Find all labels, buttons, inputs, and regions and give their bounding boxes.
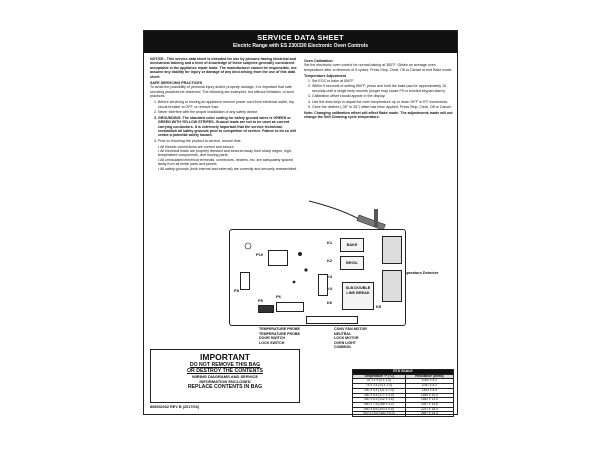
bullet-item: • All safety grounds (both internal and … bbox=[158, 166, 298, 171]
left-column: NOTICE - This service data sheet is inte… bbox=[150, 57, 298, 171]
important-line: REPLACE CONTENTS IN BAG bbox=[187, 384, 263, 390]
important-line: INFORMATION ENCLOSED bbox=[199, 379, 251, 384]
motor-label: CONV FAN MOTOR bbox=[334, 327, 367, 331]
calibration-step: Within 5 seconds of setting 550°F, press… bbox=[312, 84, 454, 93]
probe-labels: TEMPERATURE PROBE TEMPERATURE PROBE DOOR… bbox=[259, 327, 300, 345]
pin-label-p10: P10 bbox=[256, 252, 264, 257]
relay-bake: BAKE bbox=[340, 238, 364, 252]
connector-bottom bbox=[306, 316, 358, 324]
safe-servicing-heading: SAFE SERVICING PRACTICES bbox=[150, 81, 203, 86]
pin-label-k2: K2 bbox=[327, 258, 333, 263]
right-column: Oven Calibration Set the electronic oven… bbox=[304, 57, 454, 121]
safety-item: GROUNDING: The standard color coding for… bbox=[158, 116, 298, 138]
pin-label-k4: K4 bbox=[327, 286, 333, 291]
important-line: WIRING DIAGRAMS AND SERVICE bbox=[191, 374, 258, 379]
notice-text: NOTICE - This service data sheet is inte… bbox=[150, 57, 297, 79]
terminal-block-top bbox=[382, 236, 402, 264]
rtd-cable bbox=[308, 200, 360, 220]
sheet-subtitle: Electric Range with ES 230/330 Electroni… bbox=[232, 43, 369, 49]
pin-label-p6: P6 bbox=[276, 294, 281, 299]
component-dots bbox=[244, 242, 308, 284]
relay-slb-double-line-break: SLB DOUBLE LINE BREAK bbox=[342, 282, 374, 310]
pin-label-k1: K1 bbox=[327, 240, 333, 245]
calibration-step: Once the desired (-35° to 35°) offset ha… bbox=[312, 105, 454, 109]
capacitor bbox=[298, 252, 302, 256]
pin-label-k5: K5 bbox=[376, 304, 382, 309]
important-notice-box: IMPORTANT DO NOT REMOVE THIS BAG OR DEST… bbox=[150, 349, 300, 403]
terminal-block-bottom bbox=[382, 270, 402, 302]
safe-servicing-intro: To avoid the possibility of personal inj… bbox=[150, 85, 295, 99]
oven-calibration-intro: Set the electronic oven control for norm… bbox=[304, 63, 453, 72]
capacitor bbox=[304, 268, 308, 272]
pin-label-k3: K3 bbox=[327, 274, 333, 279]
pin-label-p5: P5 bbox=[258, 298, 263, 303]
probe-label: TEMPERATURE PROBE bbox=[259, 331, 300, 336]
table-row: 900 ± 10.8 (482 ± 6.0)2697 ± 24.4 bbox=[352, 411, 455, 418]
power-terminals bbox=[318, 274, 328, 296]
calibration-steps: Set EOC to bake at 550°F. Within 5 secon… bbox=[304, 79, 454, 110]
bullet-item: • All electrical leads are properly dres… bbox=[158, 148, 292, 158]
bullet-item: • All electric connections are correct a… bbox=[158, 144, 235, 149]
bullet-item: • All uninsulated electrical terminals, … bbox=[158, 157, 293, 167]
probe-label: LOCK SWITCH bbox=[259, 340, 285, 345]
calibration-step: Use the slew keys to adjust the oven tem… bbox=[312, 100, 454, 104]
motor-label: OVEN LIGHT bbox=[334, 340, 356, 345]
motor-label: COMMON bbox=[334, 345, 351, 350]
part-number: 808532032 REV B (2017/03) bbox=[150, 405, 199, 409]
sheet-banner: SERVICE DATA SHEET Electric Range with E… bbox=[144, 31, 457, 53]
service-data-sheet: SERVICE DATA SHEET Electric Range with E… bbox=[143, 30, 458, 418]
important-line: OR DESTROY THE CONTENTS bbox=[187, 368, 263, 374]
important-line: DO NOT REMOVE THIS BAG bbox=[189, 362, 261, 368]
probe-label: DOOR SWITCH bbox=[259, 336, 285, 341]
rtd-sensor-drawing bbox=[308, 200, 386, 231]
control-board: P10 P8 P5 P6 BAKE BROIL SLB DOUBLE LINE … bbox=[229, 229, 406, 326]
relay-broil: BROIL bbox=[340, 256, 364, 270]
rtd-label: Resistance Temperature Detector bbox=[378, 271, 439, 275]
calibration-step: Set EOC to bake at 550°F. bbox=[312, 79, 454, 83]
connector-p5 bbox=[258, 305, 274, 313]
temperature-adjustment-heading: Temperature Adjustment bbox=[304, 74, 347, 79]
motor-labels: CONV FAN MOTOR NEUTRAL LOCK MOTOR OVEN L… bbox=[334, 327, 367, 350]
bullet-list: • All electric connections are correct a… bbox=[150, 145, 298, 171]
safety-item: Prior to returning the product to servic… bbox=[158, 139, 298, 143]
calibration-step: Calibration offset should appear in the … bbox=[312, 94, 454, 98]
capacitor bbox=[292, 280, 296, 284]
pin-label-p8: P8 bbox=[234, 288, 239, 293]
rtd-bracket bbox=[374, 209, 378, 227]
connector-p8 bbox=[240, 272, 250, 290]
safety-item: Before servicing or moving an appliance … bbox=[158, 100, 298, 109]
safety-item: Never interfere with the proper installa… bbox=[158, 110, 298, 114]
important-title: IMPORTANT bbox=[200, 352, 250, 362]
pin-label-k6: K6 bbox=[327, 300, 333, 305]
oven-calibration-heading: Oven Calibration bbox=[304, 59, 333, 63]
connector-p10 bbox=[268, 250, 288, 266]
motor-label: NEUTRAL bbox=[334, 331, 352, 336]
connector-p6 bbox=[276, 302, 304, 312]
sheet-title: SERVICE DATA SHEET bbox=[257, 33, 344, 42]
calibration-note: Note: Changing calibration offset will a… bbox=[304, 111, 453, 120]
probe-label: TEMPERATURE PROBE bbox=[259, 327, 300, 331]
motor-label: LOCK MOTOR bbox=[334, 336, 359, 341]
rtd-probe-body bbox=[356, 214, 386, 231]
rtd-scale-table: RTD SCALE Temperature °F (°C) Resistance… bbox=[352, 369, 455, 418]
mounting-hole bbox=[244, 242, 252, 250]
safety-list: Before servicing or moving an appliance … bbox=[150, 100, 298, 143]
